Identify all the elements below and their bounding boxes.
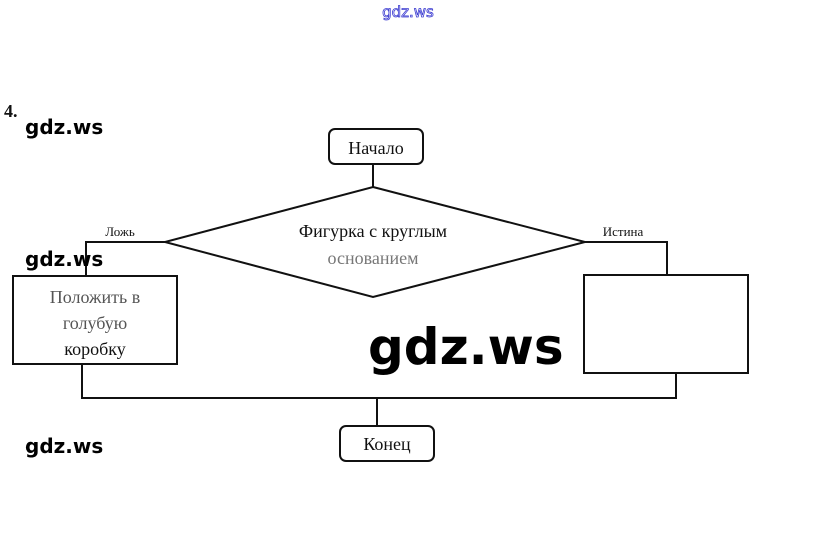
start-label: Начало <box>348 138 403 158</box>
watermark: gdz.ws <box>25 434 103 458</box>
false-action-line2: голубую <box>63 313 127 333</box>
condition-diamond <box>161 185 589 299</box>
false-action-line1: Положить в <box>50 287 140 307</box>
false-action-box <box>12 275 178 365</box>
watermark-top: gdz.ws <box>382 3 434 21</box>
true-label: Истина <box>603 224 644 239</box>
false-action-line3: коробку <box>64 339 125 359</box>
start-terminal <box>328 128 424 165</box>
false-connector <box>85 241 165 276</box>
true-action-box <box>583 274 749 374</box>
task-number: 4. <box>4 101 18 121</box>
watermark: gdz.ws <box>25 115 103 139</box>
true-connector <box>585 241 668 275</box>
merge-connector <box>81 364 677 399</box>
watermark-center: gdz.ws <box>368 318 564 376</box>
condition-line1: Фигурка с круглым <box>299 221 447 241</box>
condition-line2: основанием <box>328 248 419 268</box>
watermark: gdz.ws <box>25 247 103 271</box>
end-label: Конец <box>363 434 411 454</box>
end-terminal <box>339 425 435 462</box>
false-label: Ложь <box>105 224 135 239</box>
